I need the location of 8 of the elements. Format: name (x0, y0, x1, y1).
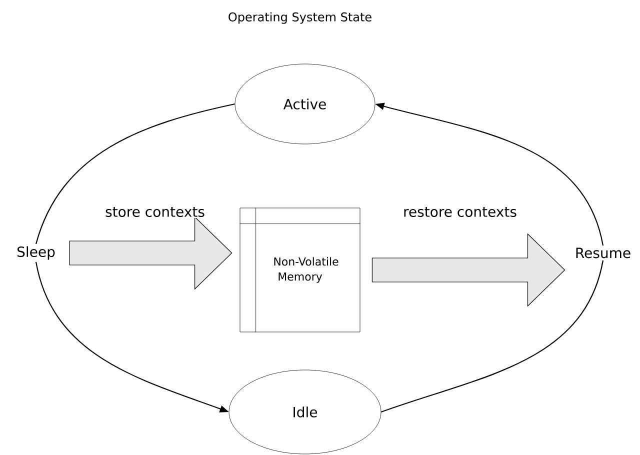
memory-box: Non-Volatile Memory (240, 208, 360, 332)
state-label: Resume (576, 248, 630, 258)
block-arrow (372, 233, 566, 307)
edge-label: restore contexts (404, 206, 516, 217)
title: Operating System State (228, 12, 372, 24)
block-arrow (69, 216, 232, 290)
edge-label: store contexts (106, 206, 204, 217)
state-label: Sleep (18, 246, 55, 260)
